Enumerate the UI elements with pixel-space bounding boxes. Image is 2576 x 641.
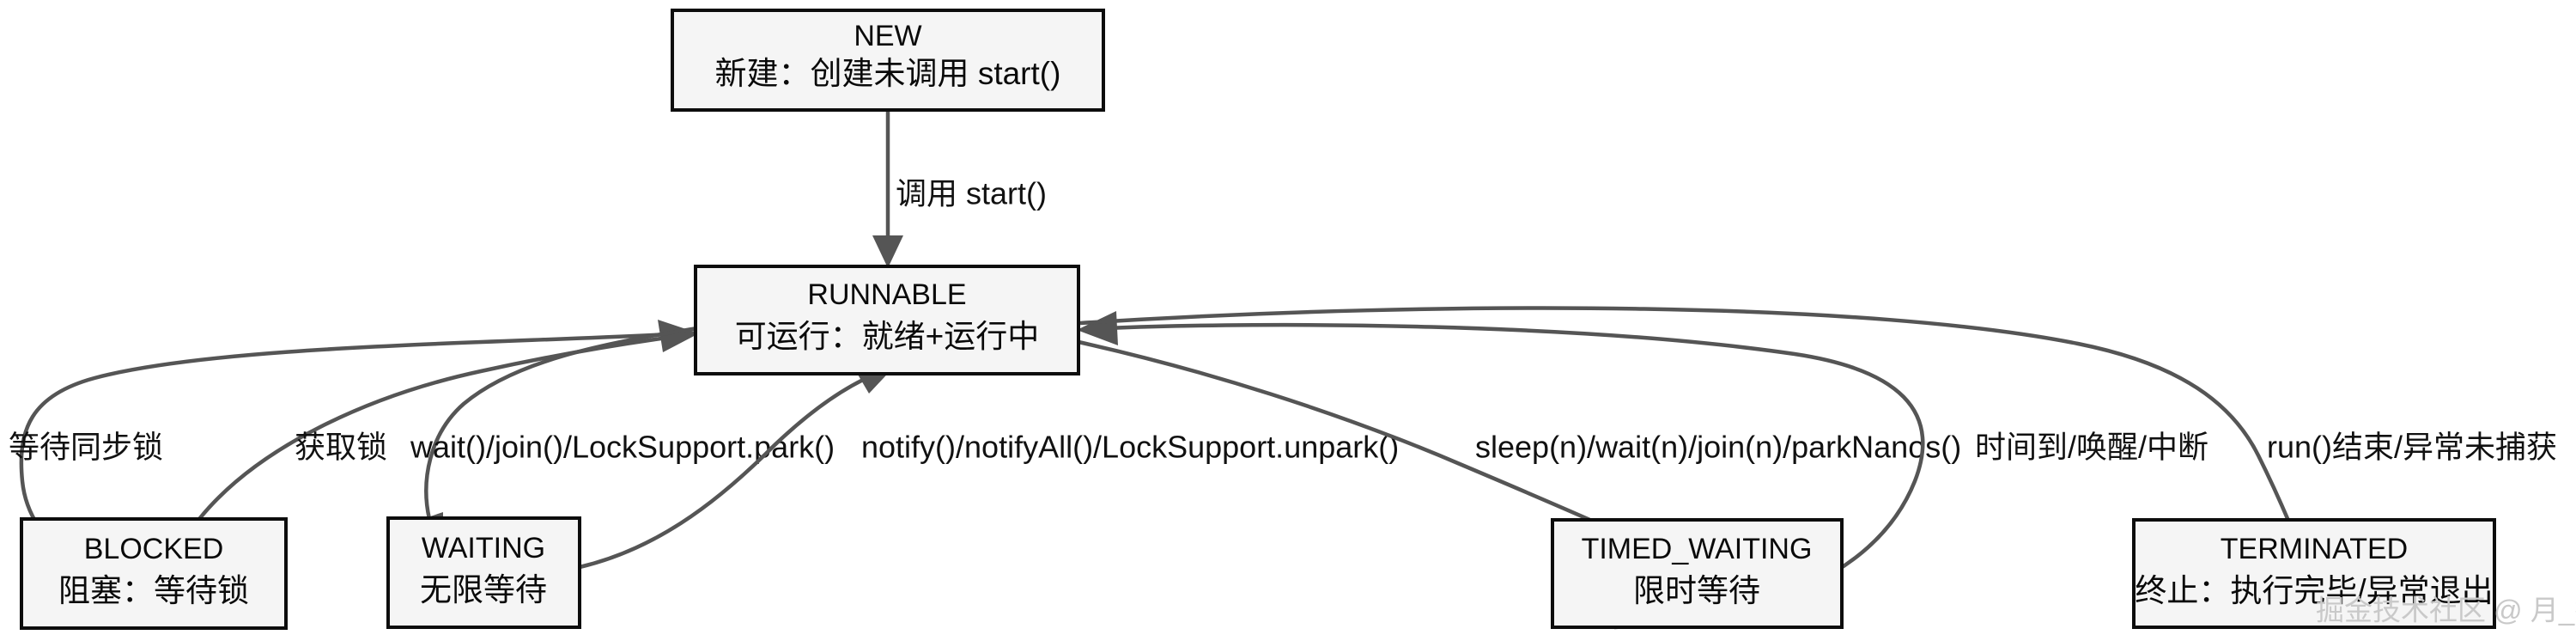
edge-label-runnable-to-waiting: wait()/join()/LockSupport.park() <box>410 430 835 465</box>
edge-blocked-to-runnable-arrowhead <box>658 320 699 352</box>
node-terminated-rect[interactable] <box>2132 518 2496 629</box>
node-timed-waiting-rect[interactable] <box>1551 518 1844 629</box>
node-terminated-label-primary: TERMINATED <box>2221 533 2408 565</box>
node-terminated-label-secondary: 终止：执行完毕/异常退出 <box>2135 573 2493 608</box>
edge-label-waiting-to-runnable: notify()/notifyAll()/LockSupport.unpark(… <box>861 430 1399 465</box>
node-new-rect[interactable] <box>671 9 1105 112</box>
edge-waiting-to-runnable-path <box>579 372 875 570</box>
edge-new-to-runnable-arrowhead <box>872 235 903 268</box>
node-timed-waiting[interactable]: TIMED_WAITING 限时等待 <box>1551 518 1844 629</box>
edge-blocked-to-runnable-path <box>197 334 674 521</box>
node-blocked-rect[interactable] <box>20 517 288 630</box>
node-runnable-label-primary: RUNNABLE <box>807 278 966 311</box>
node-blocked-label-primary: BLOCKED <box>84 533 224 565</box>
node-waiting-label-primary: WAITING <box>422 532 545 565</box>
edge-runnable-to-blocked-path <box>19 330 703 569</box>
edge-runnable-to-timed-waiting-path <box>1078 339 1624 537</box>
edge-label-blocked-to-runnable: 获取锁 <box>295 430 387 465</box>
node-waiting-rect[interactable] <box>386 516 581 629</box>
node-new[interactable]: NEW 新建：创建未调用 start() <box>671 9 1105 112</box>
node-terminated[interactable]: TERMINATED 终止：执行完毕/异常退出 <box>2132 518 2496 629</box>
edge-runnable-to-waiting-path <box>424 326 698 520</box>
edge-label-runnable-to-terminated: run()结束/异常未捕获 <box>2267 430 2557 465</box>
node-waiting[interactable]: WAITING 无限等待 <box>386 516 581 629</box>
edge-runnable-to-terminated-path <box>1079 306 2297 535</box>
node-runnable[interactable]: RUNNABLE 可运行：就绪+运行中 <box>694 265 1080 375</box>
node-blocked-label-secondary: 阻塞：等待锁 <box>58 573 249 608</box>
node-new-label-secondary: 新建：创建未调用 start() <box>715 56 1061 91</box>
edge-new-to-runnable: 调用 start() <box>872 110 1047 268</box>
edge-label-timed-waiting-to-runnable: 时间到/唤醒/中断 <box>1975 430 2208 465</box>
edge-label-runnable-to-timed-waiting: sleep(n)/wait(n)/join(n)/parkNanos() <box>1475 430 1961 465</box>
edge-timed-waiting-to-runnable-arrowhead <box>1077 311 1118 345</box>
edge-label-runnable-to-blocked: 等待同步锁 <box>9 430 163 465</box>
edge-label-new-to-runnable: 调用 start() <box>896 176 1047 211</box>
node-runnable-rect[interactable] <box>694 265 1080 375</box>
node-runnable-label-secondary: 可运行：就绪+运行中 <box>735 319 1040 354</box>
node-timed-waiting-label-secondary: 限时等待 <box>1633 573 1760 608</box>
node-new-label-primary: NEW <box>854 20 921 52</box>
node-waiting-label-secondary: 无限等待 <box>420 572 547 607</box>
node-timed-waiting-label-primary: TIMED_WAITING <box>1582 533 1813 565</box>
node-blocked[interactable]: BLOCKED 阻塞：等待锁 <box>20 517 288 630</box>
edge-blocked-to-runnable: 获取锁 <box>197 320 699 521</box>
watermark-text: 掘金技术社区 @ 月_拾忆 <box>2316 595 2576 626</box>
